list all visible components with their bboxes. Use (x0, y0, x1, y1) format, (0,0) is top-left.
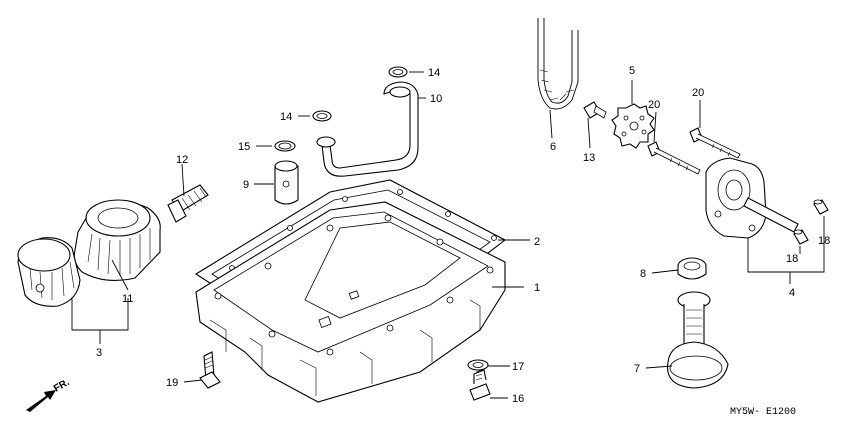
oil-pipe-part[interactable] (316, 81, 419, 177)
label-8: 8 (640, 268, 646, 280)
part-labels: 1 2 3 4 5 6 7 8 9 10 11 12 13 14 14 15 1… (96, 65, 830, 405)
stud-bolt-part[interactable] (583, 101, 607, 119)
pump-bolt-left-part[interactable] (647, 141, 701, 175)
label-20-right: 20 (692, 87, 704, 99)
label-13: 13 (583, 152, 595, 164)
label-16: 16 (512, 393, 524, 405)
label-17: 17 (512, 361, 524, 373)
drain-washer-part[interactable] (467, 359, 489, 371)
oil-seal-part[interactable] (677, 257, 707, 280)
oil-strainer-part[interactable] (666, 291, 729, 389)
label-20-left: 20 (648, 99, 660, 111)
label-4: 4 (789, 287, 795, 299)
pan-bolt-part[interactable] (199, 351, 221, 389)
label-1: 1 (534, 282, 540, 294)
o-ring-middle-part[interactable] (312, 110, 332, 122)
label-9: 9 (243, 179, 249, 191)
label-19: 19 (166, 377, 178, 389)
oil-pump-part[interactable] (705, 157, 799, 239)
label-15: 15 (238, 141, 250, 153)
filter-wrench-part[interactable] (17, 237, 81, 307)
filter-center-bolt-part[interactable] (167, 184, 209, 223)
collar-part[interactable] (274, 160, 299, 205)
diagram-code: MY5W- E1200 (730, 407, 796, 418)
front-direction-marker: FR. (26, 377, 72, 412)
oil-filter-part[interactable] (73, 199, 161, 281)
label-10: 10 (430, 93, 442, 105)
driven-sprocket-part[interactable] (611, 103, 655, 149)
label-14-upper: 14 (428, 67, 440, 79)
leader-lines (71, 71, 825, 399)
o-ring-upper-part[interactable] (388, 66, 408, 78)
label-14-lower: 14 (280, 111, 292, 123)
label-6: 6 (550, 141, 556, 153)
front-label: FR. (52, 377, 72, 395)
label-2: 2 (534, 236, 540, 248)
label-18-right: 18 (818, 235, 830, 247)
dowel-pin-upper-part[interactable] (813, 199, 829, 215)
o-ring-collar-part[interactable] (274, 140, 296, 152)
label-18-left: 18 (786, 253, 798, 265)
oil-pan-part[interactable] (195, 201, 506, 403)
label-3: 3 (96, 347, 102, 359)
label-11: 11 (122, 293, 133, 305)
label-12: 12 (176, 154, 188, 166)
label-5: 5 (629, 65, 635, 77)
pump-bolt-right-part[interactable] (689, 127, 741, 159)
cam-chain-part[interactable] (537, 18, 579, 110)
dowel-pin-lower-part[interactable] (793, 229, 809, 245)
label-7: 7 (634, 363, 640, 375)
front-arrow-icon (26, 390, 56, 412)
drain-bolt-part[interactable] (469, 369, 491, 401)
